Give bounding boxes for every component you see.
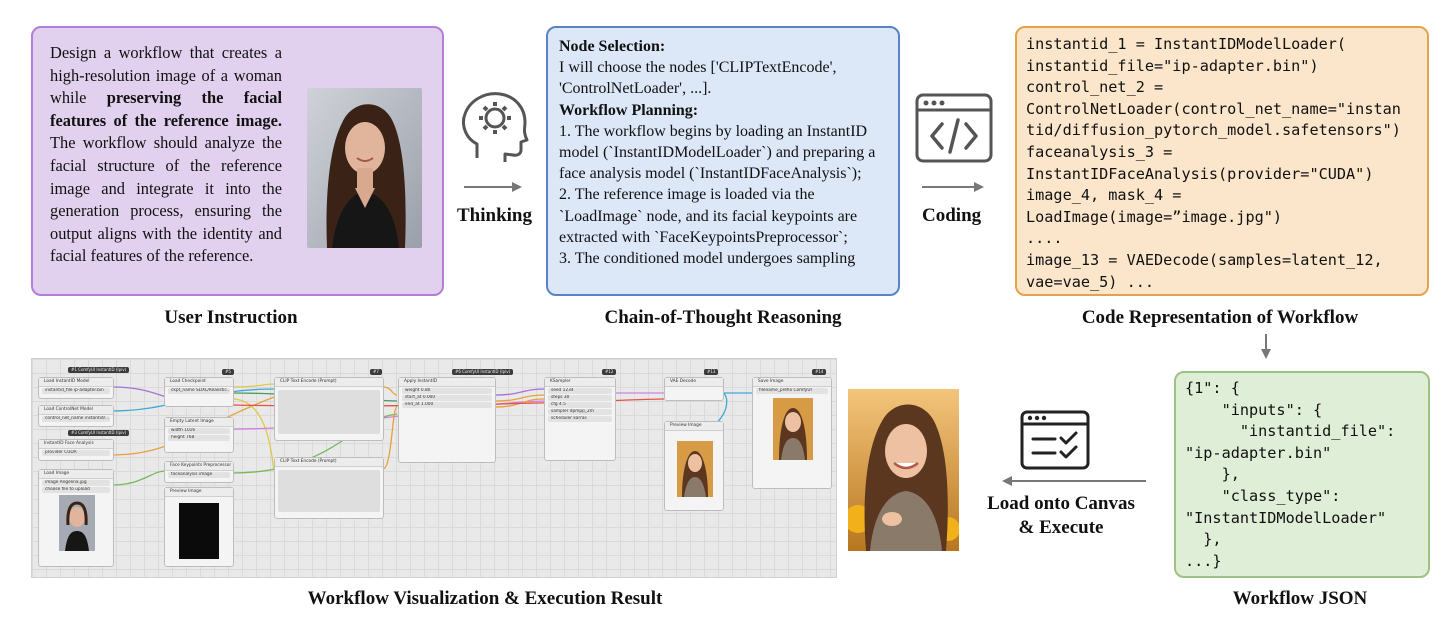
json-text: {1": { "inputs": { "instantid_file": "ip-…: [1185, 378, 1395, 572]
arrow-right-icon: [920, 180, 986, 199]
node-apply-instantid[interactable]: Apply InstantID weight 0.80 start_at 0.0…: [398, 377, 496, 463]
node-empty-latent-image[interactable]: Empty Latent Image width 1016 height 768: [164, 417, 234, 453]
instruction-text-bold: preserving the facial features of the re…: [50, 88, 282, 130]
code-line: control_net_2 =: [1026, 78, 1164, 97]
code-line: instantid_file="ip-adapter.bin"): [1026, 56, 1319, 75]
node-title: Preview Image: [165, 488, 233, 497]
cot-text: Node Selection: I will choose the nodes …: [559, 36, 891, 269]
code-line: ....: [1026, 229, 1063, 248]
instruction-text-part-2: The workflow should analyze the facial s…: [50, 133, 282, 266]
node-title: InstantID Face Analysis: [39, 440, 113, 449]
code-caption: Code Representation of Workflow: [1081, 307, 1359, 328]
code-line: ControlNetLoader(control_net_name="insta…: [1026, 99, 1401, 118]
node-load-image[interactable]: Load Image image Angelina.jpg choose fil…: [38, 469, 114, 567]
cot-caption: Chain-of-Thought Reasoning: [604, 307, 842, 328]
node-title: Face Keypoints Preprocessor: [165, 462, 233, 471]
node-selection-text: I will choose the nodes ['CLIPTextEncode…: [559, 59, 837, 98]
json-line: "InstantIDModelLoader": [1185, 508, 1387, 527]
code-line: InstantIDFaceAnalysis(provider="CUDA"): [1026, 164, 1374, 183]
arrow-down-icon: [1259, 333, 1273, 366]
json-line: "ip-adapter.bin": [1185, 443, 1332, 462]
code-line: LoadImage(image=”image.jpg"): [1026, 207, 1283, 226]
json-line: ...}: [1185, 551, 1222, 570]
coding-label: Coding: [922, 205, 982, 226]
user-instruction-text: Design a workflow that creates a high-re…: [50, 42, 282, 268]
node-title: VAE Decode: [665, 378, 723, 387]
load-label-line-1: Load onto Canvas: [987, 493, 1135, 514]
load-execute-label: Load onto Canvas & Execute: [981, 492, 1141, 540]
cot-box: Node Selection: I will choose the nodes …: [546, 26, 900, 296]
node-title: Load InstantID Model: [39, 378, 113, 387]
node-title: Empty Latent Image: [165, 418, 233, 427]
node-load-controlnet-model[interactable]: Load ControlNet Model control_net_name i…: [38, 405, 114, 427]
workflow-canvas[interactable]: #1 ComfyUI InstantID (Ipiv) Load Instant…: [31, 358, 837, 578]
head-gear-icon: [455, 88, 535, 173]
code-text: instantid_1 = InstantIDModelLoader( insta…: [1026, 34, 1426, 293]
user-instruction-caption: User Instruction: [164, 307, 298, 328]
code-line: vae=vae_5) ...: [1026, 272, 1155, 291]
canvas-saved-thumbnail: [773, 398, 813, 460]
node-save-image[interactable]: Save Image filename_prefix ComfyUI: [752, 377, 832, 489]
code-line: faceanalysis_3 =: [1026, 142, 1173, 161]
json-line: "instantid_file":: [1185, 422, 1396, 441]
planning-step: 1. The workflow begins by loading an Ins…: [559, 122, 876, 183]
planning-step: 2. The reference image is loaded via the…: [559, 186, 858, 246]
code-line: image_13 = VAEDecode(samples=latent_12,: [1026, 250, 1383, 269]
node-instantid-face-analysis[interactable]: InstantID Face Analysis provider CUDA: [38, 439, 114, 461]
node-clip-text-encode-positive[interactable]: CLIP Text Encode (Prompt): [274, 377, 384, 441]
json-line: {1": {: [1185, 379, 1240, 397]
canvas-caption: Workflow Visualization & Execution Resul…: [307, 588, 663, 609]
arrow-left-icon: [1000, 474, 1148, 493]
node-face-keypoints-preprocessor[interactable]: Face Keypoints Preprocessor faceanalysis…: [164, 461, 234, 483]
reference-portrait-image: [307, 88, 422, 248]
node-preview-image-keypoints[interactable]: Preview Image: [164, 487, 234, 567]
node-title: KSampler: [545, 378, 615, 387]
arrow-right-icon: [462, 180, 524, 199]
code-line: image_4, mask_4 =: [1026, 186, 1182, 205]
code-box: instantid_1 = InstantIDModelLoader( insta…: [1015, 26, 1429, 296]
node-title: Load Checkpoint: [165, 378, 233, 387]
instruction-text-part-1: Design a workflow that creates a high-re…: [50, 43, 282, 108]
workflow-planning-heading: Workflow Planning:: [559, 101, 699, 119]
node-vae-decode[interactable]: VAE Decode: [664, 377, 724, 401]
canvas-reference-thumbnail: [59, 495, 95, 551]
node-title: Load ControlNet Model: [39, 406, 113, 415]
json-caption: Workflow JSON: [1232, 588, 1368, 609]
node-title: Preview Image: [665, 422, 723, 431]
canvas-preview-thumbnail: [677, 441, 713, 497]
code-line: tid/diffusion_pytorch_model.safetensors"…: [1026, 121, 1401, 140]
json-line: },: [1185, 530, 1222, 549]
code-line: instantid_1 = InstantIDModelLoader(: [1026, 35, 1347, 53]
load-label-line-2: & Execute: [1018, 517, 1104, 538]
node-title: Load Image: [39, 470, 113, 479]
node-clip-text-encode-negative[interactable]: CLIP Text Encode (Prompt): [274, 457, 384, 519]
code-window-icon: [914, 92, 994, 169]
node-title: CLIP Text Encode (Prompt): [275, 378, 383, 387]
thinking-label: Thinking: [457, 205, 532, 226]
node-load-checkpoint[interactable]: Load Checkpoint ckpt_name SDXL/Realistic…: [164, 377, 234, 407]
planning-step: 3. The conditioned model undergoes sampl…: [559, 250, 856, 268]
checklist-window-icon: [1019, 409, 1091, 476]
node-preview-image-result[interactable]: Preview Image: [664, 421, 724, 511]
node-selection-heading: Node Selection:: [559, 38, 666, 55]
node-title: CLIP Text Encode (Prompt): [275, 458, 383, 467]
json-box: {1": { "inputs": { "instantid_file": "ip-…: [1174, 371, 1430, 578]
json-line: "class_type":: [1185, 486, 1341, 505]
generated-result-image: [848, 389, 959, 551]
node-ksampler[interactable]: KSampler seed 1234 steps 30 cfg 4.5 samp…: [544, 377, 616, 461]
json-line: "inputs": {: [1185, 400, 1323, 419]
node-load-instantid-model[interactable]: Load InstantID Model instantid_file ip-a…: [38, 377, 114, 399]
user-instruction-box: Design a workflow that creates a high-re…: [31, 26, 444, 296]
node-title: Save Image: [753, 378, 831, 387]
node-title: Apply InstantID: [399, 378, 495, 387]
json-line: },: [1185, 465, 1240, 484]
